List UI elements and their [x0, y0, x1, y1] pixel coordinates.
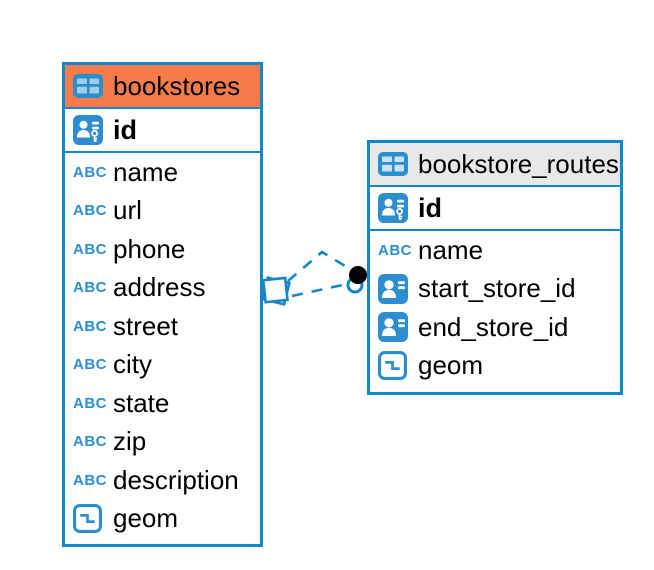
column-label: geom: [113, 503, 179, 534]
column-row-end_store_id[interactable]: end_store_id: [370, 308, 620, 347]
column-label: start_store_id: [418, 273, 576, 304]
column-row-id[interactable]: id: [65, 109, 260, 153]
abc-glyph: ABC: [73, 433, 107, 451]
column-label: name: [113, 156, 179, 187]
relationship-edge-upper[interactable]: [287, 250, 351, 282]
table-title: bookstores: [113, 70, 241, 101]
text-type-icon: ABC: [73, 317, 107, 335]
geometry-icon-slot: [73, 504, 104, 534]
column-label: id: [113, 114, 137, 145]
connection-endpoint-icon[interactable]: [346, 266, 367, 294]
column-row-name[interactable]: ABC name: [65, 153, 260, 192]
text-type-icon: ABC: [73, 433, 107, 451]
column-row-name[interactable]: ABC name: [370, 231, 620, 270]
abc-glyph: ABC: [73, 202, 107, 220]
column-label: geom: [418, 350, 484, 381]
reference-icon: [378, 312, 408, 343]
column-row-address[interactable]: ABC address: [65, 269, 260, 308]
abc-glyph: ABC: [73, 356, 107, 374]
column-row-phone[interactable]: ABC phone: [65, 230, 260, 269]
primary-key-icon: [378, 193, 408, 223]
column-row-description[interactable]: ABC description: [65, 461, 260, 500]
text-type-icon: ABC: [378, 241, 412, 259]
column-row-state[interactable]: ABC state: [65, 384, 260, 423]
column-row-geom[interactable]: geom: [370, 347, 620, 386]
primary-key-icon: [73, 115, 103, 145]
geometry-icon: [73, 504, 102, 534]
relationship-edge-lower[interactable]: [291, 282, 348, 298]
table-icon: [73, 74, 104, 98]
text-type-icon: ABC: [73, 163, 107, 181]
column-row-geom[interactable]: geom: [65, 500, 260, 539]
column-label: state: [113, 387, 170, 418]
reference-icon: [378, 273, 408, 304]
text-type-icon: ABC: [73, 471, 107, 489]
column-label: name: [418, 234, 484, 265]
column-row-start_store_id[interactable]: start_store_id: [370, 270, 620, 309]
relationship-handle-icon[interactable]: [261, 276, 291, 306]
abc-glyph: ABC: [73, 394, 107, 412]
reference-icon-slot: [378, 312, 409, 343]
abc-glyph: ABC: [73, 163, 107, 181]
column-label: phone: [113, 233, 186, 264]
text-type-icon: ABC: [73, 356, 107, 374]
reference-icon-slot: [378, 273, 409, 304]
table-icon: [378, 152, 409, 176]
text-type-icon: ABC: [73, 202, 107, 220]
text-type-icon: ABC: [73, 394, 107, 412]
column-label: zip: [113, 426, 147, 457]
table-header-bookstores[interactable]: bookstores: [65, 65, 260, 109]
column-row-url[interactable]: ABC url: [65, 192, 260, 231]
column-label: id: [418, 192, 442, 223]
table-header-bookstore-routes[interactable]: bookstore_routes: [370, 143, 620, 187]
column-label: street: [113, 310, 179, 341]
table-title: bookstore_routes: [418, 148, 619, 179]
column-row-city[interactable]: ABC city: [65, 346, 260, 385]
column-label: end_store_id: [418, 311, 569, 342]
column-label: url: [113, 195, 142, 226]
abc-glyph: ABC: [73, 279, 107, 297]
abc-glyph: ABC: [73, 471, 107, 489]
abc-glyph: ABC: [378, 241, 412, 259]
pk-icon-slot: [378, 193, 409, 223]
column-label: address: [113, 272, 206, 303]
pk-icon-slot: [73, 115, 104, 145]
text-type-icon: ABC: [73, 240, 107, 258]
abc-glyph: ABC: [73, 317, 107, 335]
column-row-id[interactable]: id: [370, 187, 620, 231]
column-label: description: [113, 464, 239, 495]
column-row-zip[interactable]: ABC zip: [65, 423, 260, 462]
geometry-icon: [378, 351, 407, 381]
geometry-icon-slot: [378, 351, 409, 381]
text-type-icon: ABC: [73, 279, 107, 297]
column-row-street[interactable]: ABC street: [65, 307, 260, 346]
column-label: city: [113, 349, 152, 380]
abc-glyph: ABC: [73, 240, 107, 258]
